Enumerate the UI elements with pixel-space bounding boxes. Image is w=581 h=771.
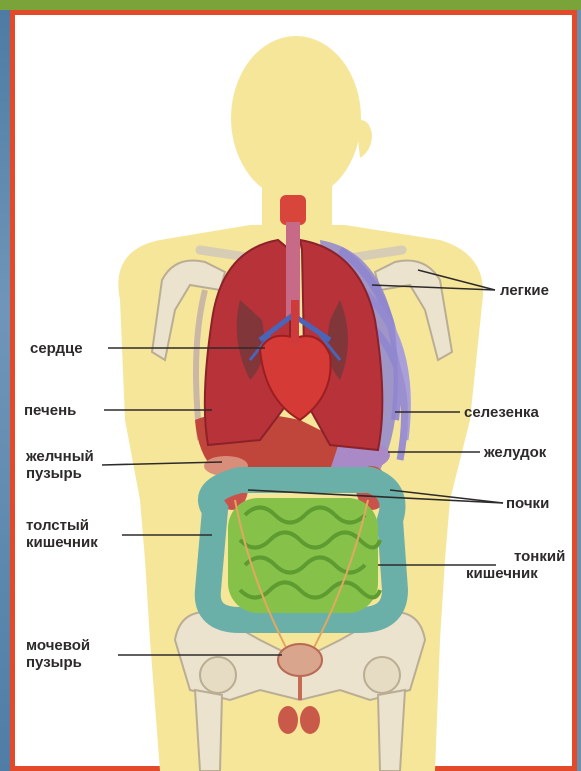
label-bladder-line1: мочевой <box>26 637 90 654</box>
label-small-intestine-line1: тонкий <box>496 548 565 565</box>
label-stomach: желудок <box>484 444 546 461</box>
label-small-intestine-line2: кишечник <box>466 565 565 582</box>
label-gallbladder: желчный пузырь <box>26 448 94 482</box>
label-bladder: мочевой пузырь <box>26 637 90 671</box>
label-colon-line2: кишечник <box>26 534 98 551</box>
label-gallbladder-line1: желчный <box>26 448 94 465</box>
small-intestine <box>228 498 380 613</box>
label-gallbladder-line2: пузырь <box>26 465 94 482</box>
label-small-intestine: тонкий кишечник <box>496 548 565 582</box>
label-heart: сердце <box>30 340 83 357</box>
label-kidneys: почки <box>506 495 549 512</box>
label-liver: печень <box>24 402 76 419</box>
label-lungs: легкие <box>500 282 549 299</box>
label-spleen: селезенка <box>464 404 539 421</box>
label-colon: толстый кишечник <box>26 517 98 551</box>
label-bladder-line2: пузырь <box>26 654 90 671</box>
label-colon-line1: толстый <box>26 517 98 534</box>
